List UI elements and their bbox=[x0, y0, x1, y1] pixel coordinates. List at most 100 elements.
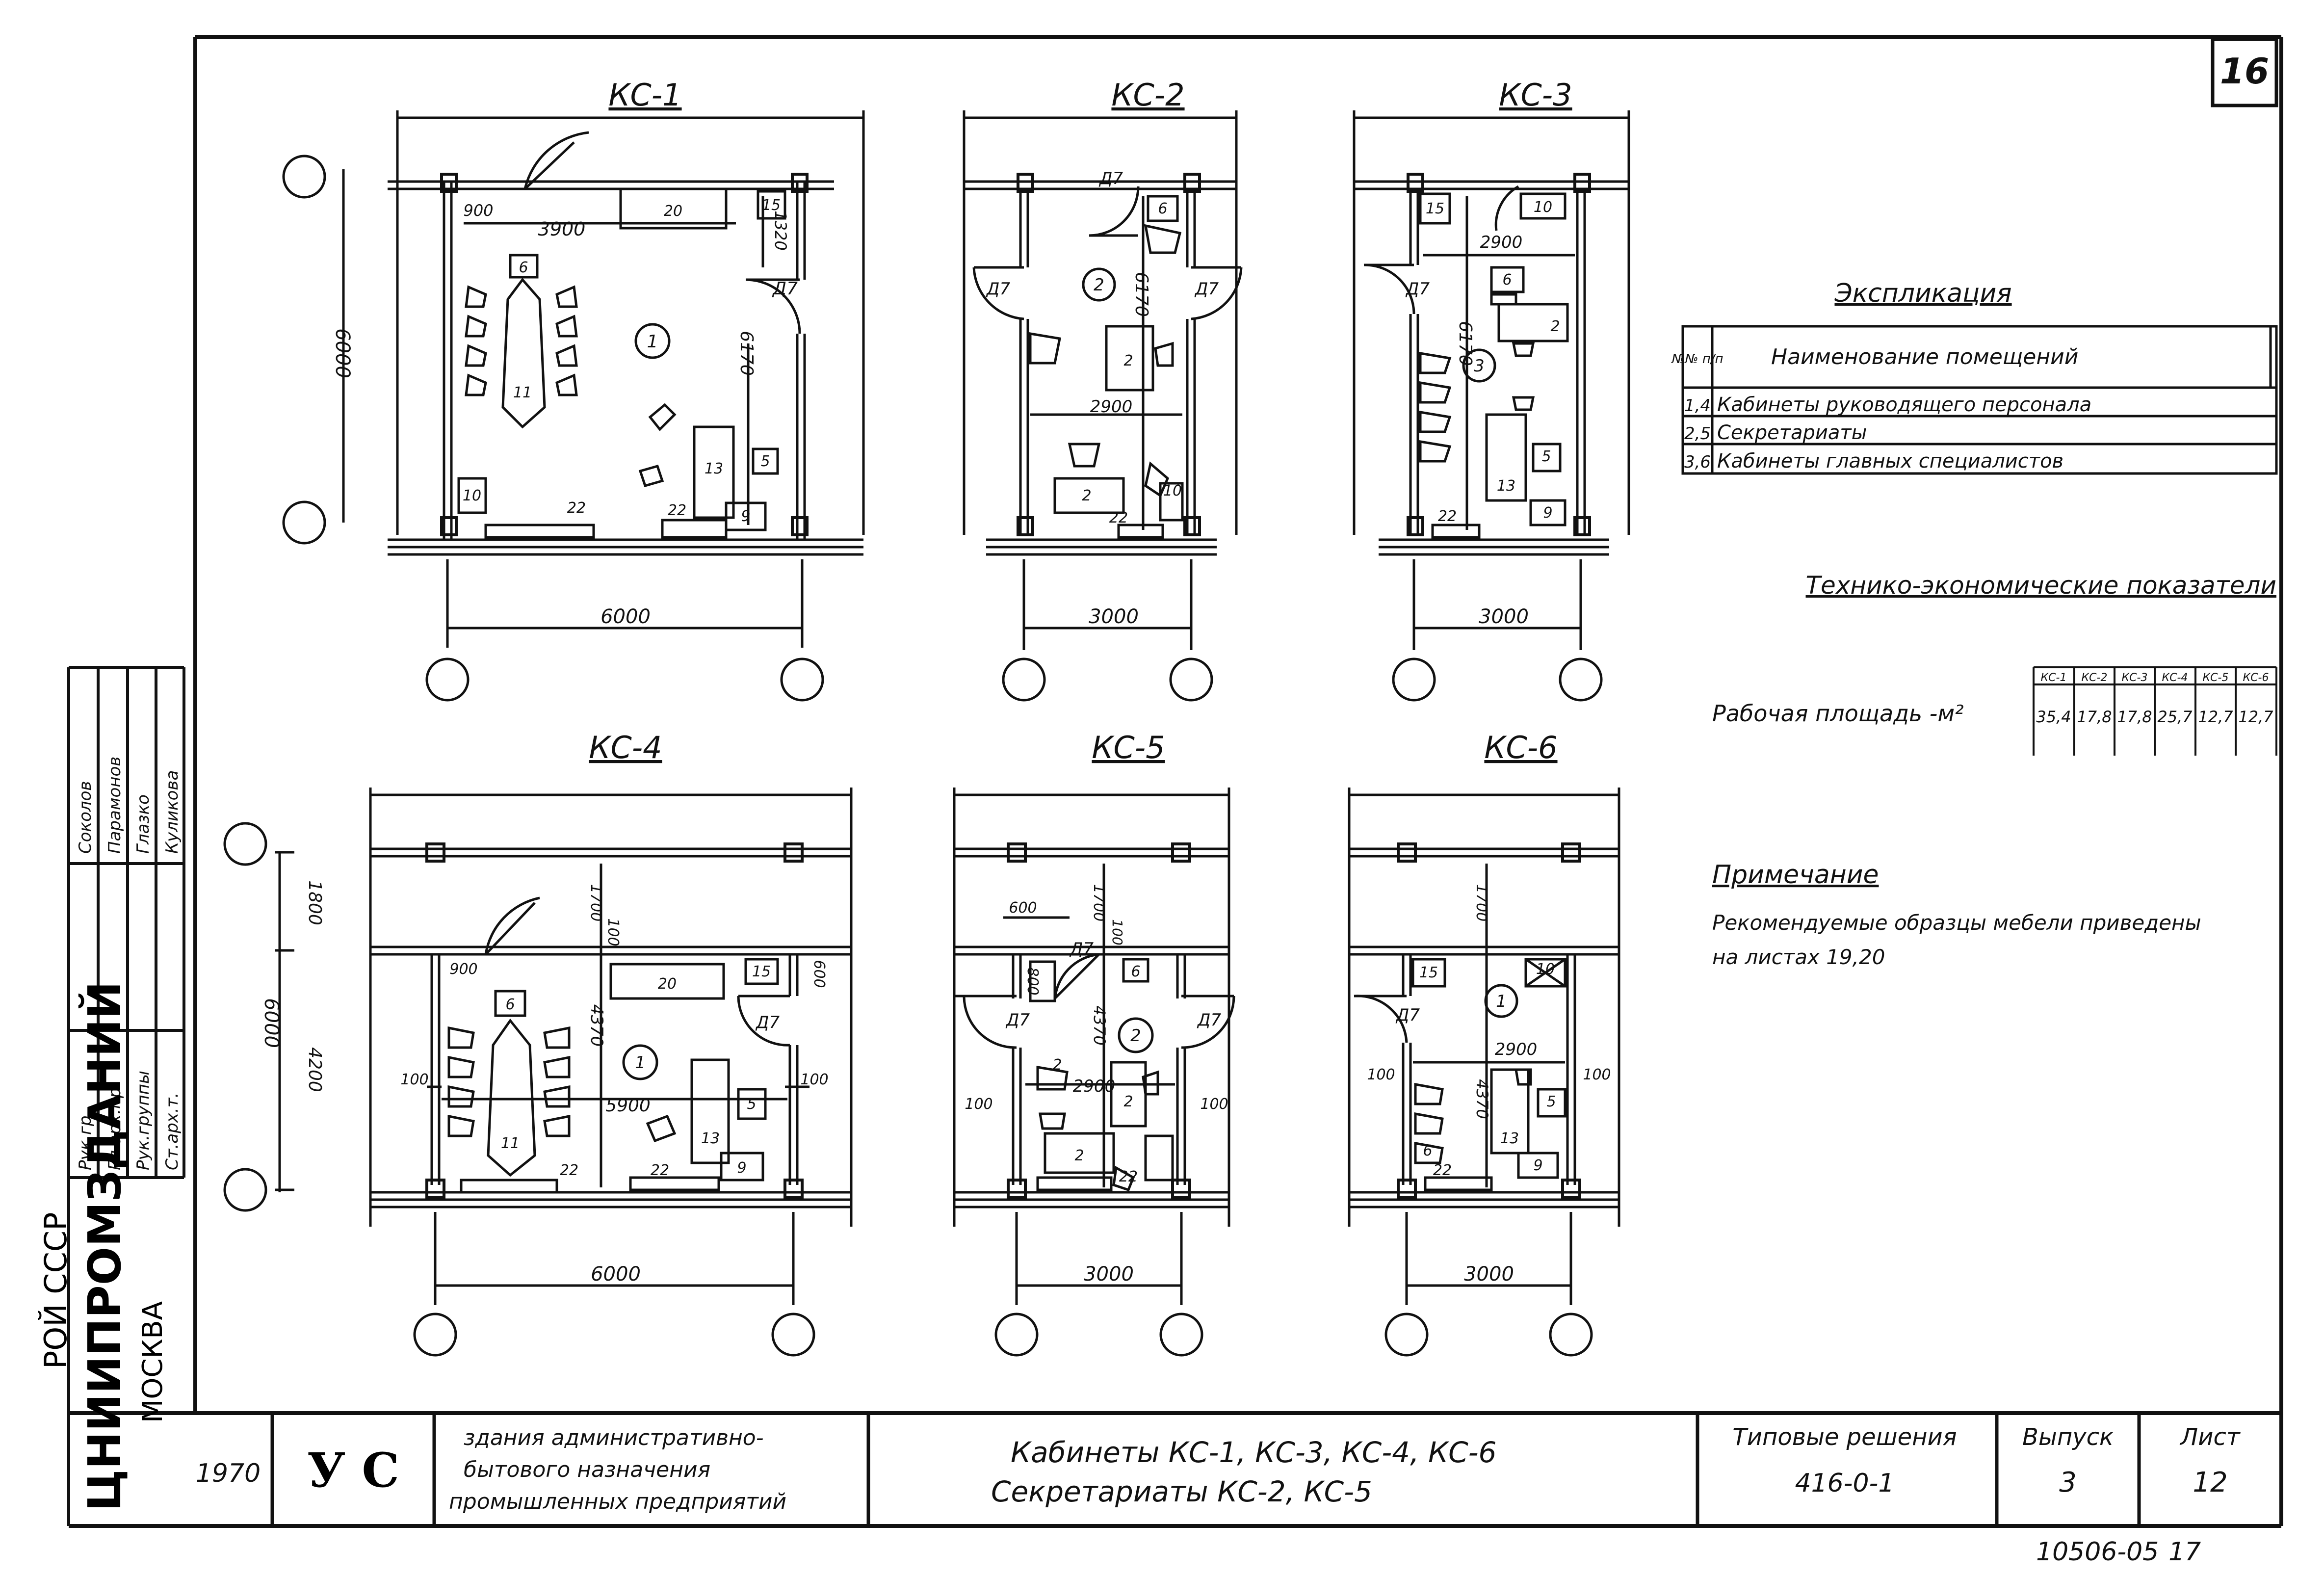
plan-title: КС-2 bbox=[1111, 77, 1184, 113]
dim-d1: 900 bbox=[449, 961, 477, 978]
plan-title: КС-5 bbox=[1092, 730, 1165, 765]
door-label: Д7 bbox=[1405, 279, 1430, 299]
door-label: Д7 bbox=[1395, 1005, 1420, 1025]
dim-width: 3000 bbox=[1479, 605, 1529, 628]
stamp-name: Глазко bbox=[133, 794, 153, 854]
furniture-label: 11 bbox=[501, 1135, 520, 1152]
explication-title: Экспликация bbox=[1834, 279, 2011, 308]
sheet-main-title: Кабинеты КС-1, КС-3, КС-4, КС-6 bbox=[1011, 1436, 1496, 1469]
series-label: Типовые решения bbox=[1732, 1423, 1957, 1451]
plan-kc-3: КС-3 bbox=[1353, 77, 1630, 702]
door-label: Д7 bbox=[1194, 279, 1219, 299]
explication-row-num: 2,5 bbox=[1684, 424, 1711, 444]
indicators-col: КС-1 bbox=[2041, 672, 2067, 684]
door-label: Д7 bbox=[755, 1013, 780, 1032]
furniture-label: 22 bbox=[1438, 508, 1457, 525]
room-number: 1 bbox=[635, 1053, 646, 1073]
furniture-label: 13 bbox=[701, 1130, 720, 1147]
explication-row-num: 3,6 bbox=[1684, 452, 1711, 472]
stamp-name: Парамонов bbox=[105, 757, 125, 854]
room-number: 1 bbox=[1496, 992, 1507, 1011]
furniture-label: 22 bbox=[651, 1162, 669, 1179]
dim-c1: 1700 bbox=[587, 884, 604, 921]
furniture-label: 10 bbox=[463, 487, 481, 504]
dim-c2: 100 bbox=[1109, 919, 1125, 945]
indicators-col: КС-4 bbox=[2162, 672, 2188, 684]
indicators-value: 12,7 bbox=[2238, 708, 2273, 726]
stamp-role: Рук.группы bbox=[133, 1071, 153, 1170]
indicators-value: 25,7 bbox=[2157, 708, 2193, 726]
indicators-value: 35,4 bbox=[2036, 708, 2071, 726]
side-stamp: Соколов Парамонов Глазко Куликова Рук.гр… bbox=[38, 666, 185, 1526]
furniture-label: 15 bbox=[1426, 200, 1444, 217]
dim-side-right: 100 bbox=[1200, 1096, 1228, 1113]
dim-width: 3000 bbox=[1089, 605, 1139, 628]
furniture-label: 9 bbox=[1533, 1157, 1542, 1174]
furniture-label: 10 bbox=[1534, 199, 1552, 216]
description: бытового назначения bbox=[464, 1457, 710, 1482]
indicators-col: КС-5 bbox=[2203, 672, 2229, 684]
door-label: Д7 bbox=[1005, 1010, 1030, 1030]
dim-width: 3000 bbox=[1464, 1263, 1514, 1286]
sheet-main-title: Секретариаты КС-2, КС-5 bbox=[991, 1475, 1372, 1508]
dim-inner: 2900 bbox=[1073, 1077, 1116, 1096]
dim-room: 6170 bbox=[736, 331, 757, 376]
stamp-role: Ст.арх.т. bbox=[162, 1093, 182, 1170]
furniture-label: 13 bbox=[1497, 477, 1515, 495]
furniture-label: 15 bbox=[1419, 964, 1438, 981]
furniture-label: 5 bbox=[1546, 1093, 1556, 1110]
indicators-value: 12,7 bbox=[2198, 708, 2233, 726]
dim-side-left: 100 bbox=[1367, 1066, 1395, 1083]
room-number: 1 bbox=[647, 332, 658, 352]
explication: Экспликация №№ п/п Наименование помещени… bbox=[1671, 279, 2278, 475]
dim-inner: 5900 bbox=[605, 1096, 651, 1116]
plan-kc-5: КС-5 bbox=[953, 730, 1235, 1357]
plan-title: КС-1 bbox=[608, 77, 681, 113]
sheet-label: Лист bbox=[2179, 1423, 2241, 1451]
dim-c2: 100 bbox=[604, 918, 622, 946]
series-value: 416-0-1 bbox=[1795, 1469, 1895, 1498]
dim-room: 4370 bbox=[1473, 1079, 1491, 1119]
furniture-label: 22 bbox=[567, 499, 586, 517]
dim-room: 4370 bbox=[1090, 1005, 1109, 1045]
explication-header-num: №№ п/п bbox=[1671, 352, 1723, 367]
dim-side-right: 100 bbox=[1583, 1066, 1611, 1083]
dim-height: 6000 bbox=[331, 328, 354, 378]
explication-row-num: 1,4 bbox=[1684, 396, 1711, 416]
footer-code: 10506-05 bbox=[2036, 1537, 2159, 1567]
furniture-label: 6 bbox=[1423, 1142, 1432, 1159]
indicators-col: КС-6 bbox=[2243, 672, 2269, 684]
note-text: Рекомендуемые образцы мебели приведены bbox=[1712, 911, 2201, 935]
room-number: 2 bbox=[1130, 1026, 1141, 1046]
furniture-label: 2 bbox=[1074, 1147, 1084, 1164]
issue-label: Выпуск bbox=[2022, 1423, 2114, 1451]
door-label: Д7 bbox=[772, 279, 798, 299]
description: здания административно- bbox=[464, 1425, 764, 1450]
dim-bottom: 4200 bbox=[305, 1047, 325, 1092]
explication-row-name: Секретариаты bbox=[1717, 421, 1867, 444]
dim-room: 6170 bbox=[1455, 321, 1475, 366]
furniture-label: 6 bbox=[1131, 963, 1140, 980]
note-title: Примечание bbox=[1712, 860, 1879, 890]
dim-top: 1800 bbox=[305, 880, 325, 925]
furniture-label: 6 bbox=[519, 259, 528, 276]
furniture-label: 2 bbox=[1550, 318, 1560, 335]
indicators-value: 17,8 bbox=[2077, 708, 2112, 726]
note: Примечание Рекомендуемые образцы мебели … bbox=[1712, 860, 2201, 969]
dim-inner: 2900 bbox=[1090, 397, 1133, 417]
room-number: 2 bbox=[1094, 275, 1104, 295]
furniture-label: 5 bbox=[747, 1096, 756, 1113]
door-label: Д7 bbox=[1069, 939, 1094, 959]
furniture-label: 20 bbox=[658, 975, 677, 993]
sheet-number: 16 bbox=[2220, 51, 2269, 92]
furniture-label: 15 bbox=[762, 197, 781, 214]
indicators-title: Технико-экономические показатели bbox=[1806, 571, 2276, 600]
furniture-label: 20 bbox=[664, 203, 682, 220]
stamp-name: Куликова bbox=[162, 770, 182, 854]
furniture-label: 22 bbox=[560, 1162, 578, 1179]
explication-row-name: Кабинеты руководящего персонала bbox=[1717, 394, 2091, 416]
dim-side-right: 100 bbox=[800, 1071, 828, 1088]
dim-room: 4370 bbox=[587, 1004, 606, 1047]
indicators: Технико-экономические показатели Рабочая… bbox=[1712, 571, 2277, 756]
dim-inner: 2900 bbox=[1495, 1040, 1538, 1059]
